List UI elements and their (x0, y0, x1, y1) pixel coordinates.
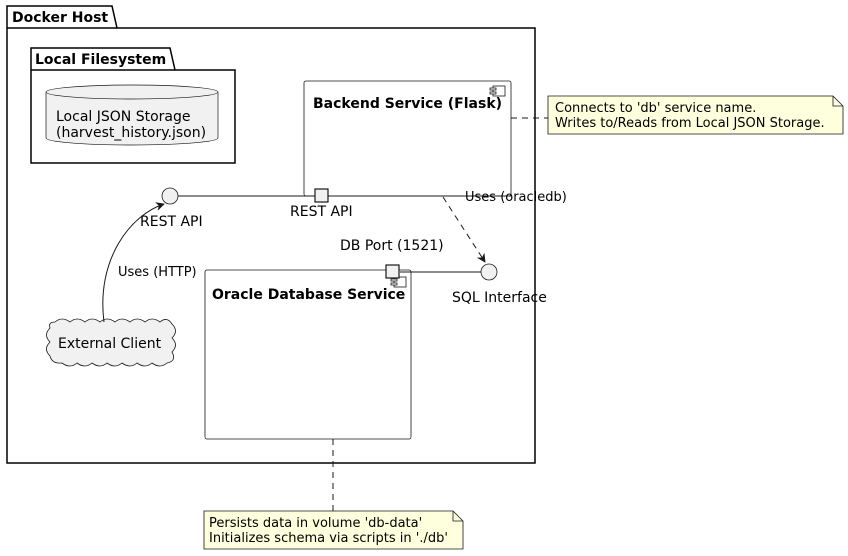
rest-api-port (314, 188, 329, 203)
component-icon (489, 85, 506, 97)
oracle-note-line2: Initializes schema via scripts in './db' (209, 531, 448, 546)
sql-interface-label: SQL Interface (452, 290, 547, 306)
oracle-database-title: Oracle Database Service (212, 287, 405, 303)
uses-oracledb-label: Uses (oracledb) (465, 190, 567, 205)
external-client-label: External Client (58, 336, 162, 352)
backend-service-component: Backend Service (Flask) (303, 80, 512, 197)
uses-oracledb-edge (442, 196, 486, 263)
db-port (385, 264, 400, 279)
oracle-note: Persists data in volume 'db-data' Initia… (203, 510, 464, 550)
rest-api-interface (161, 187, 179, 205)
local-filesystem-title: Local Filesystem (35, 52, 166, 68)
rest-api-interface-label: REST API (140, 214, 203, 230)
backend-note: Connects to 'db' service name. Writes to… (547, 95, 844, 135)
local-json-storage-database: Local JSON Storage (harvest_history.json… (45, 84, 219, 146)
backend-service-title: Backend Service (Flask) (313, 96, 502, 112)
oracle-database-component: Oracle Database Service (204, 269, 412, 440)
db-port-label: DB Port (1521) (340, 238, 444, 254)
external-client-cloud: External Client (46, 318, 176, 367)
component-icon (390, 276, 407, 288)
storage-label-line1: Local JSON Storage (56, 109, 190, 125)
uses-http-label: Uses (HTTP) (118, 265, 197, 280)
sql-interface (480, 263, 498, 281)
rest-api-port-label: REST API (290, 204, 353, 220)
backend-note-line2: Writes to/Reads from Local JSON Storage. (555, 116, 825, 131)
docker-host-title: Docker Host (12, 10, 108, 26)
uses-http-edge (102, 202, 165, 323)
backend-note-line1: Connects to 'db' service name. (555, 101, 756, 116)
oracle-note-line1: Persists data in volume 'db-data' (209, 516, 422, 531)
storage-label-line2: (harvest_history.json) (56, 125, 206, 141)
